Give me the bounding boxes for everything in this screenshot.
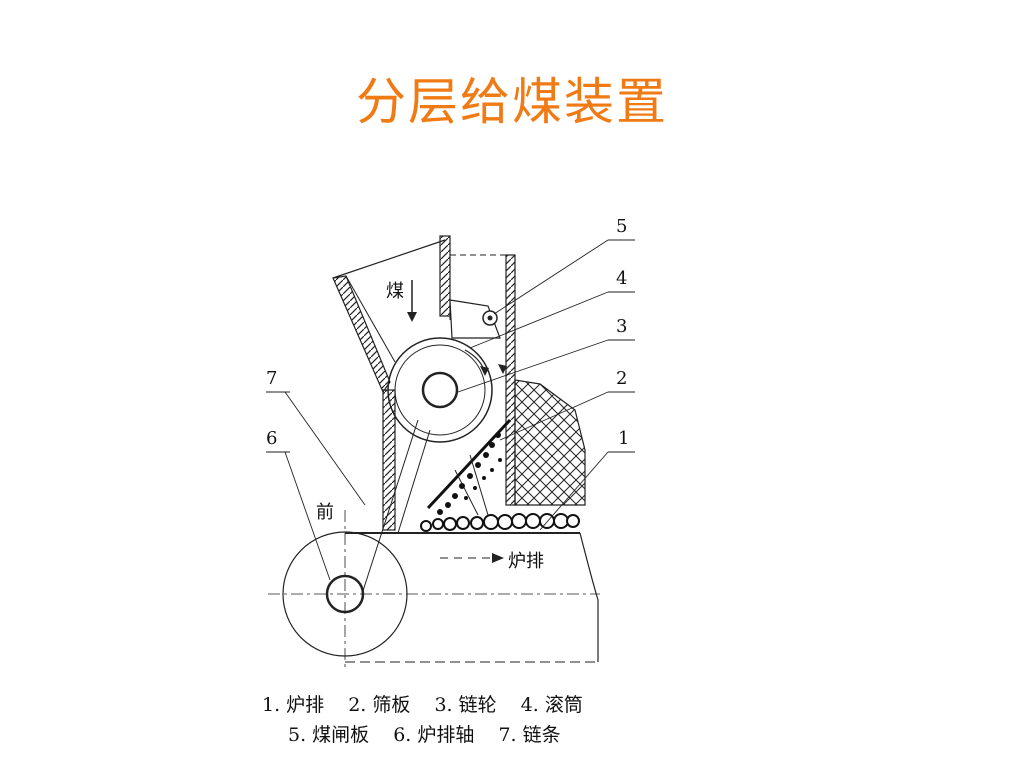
coal-feeder-diagram: 煤 炉排 前 5 4 3 [266, 216, 635, 668]
label-6: 6 [266, 428, 277, 449]
label-4: 4 [616, 268, 627, 289]
front-label: 前 [316, 502, 334, 523]
hopper-top [332, 239, 446, 279]
sprocket [421, 371, 459, 409]
legend-row-1: 1. 炉排 2. 筛板 3. 链轮 4. 滚筒 [262, 690, 662, 717]
chain [361, 419, 419, 595]
coal-label: 煤 [386, 281, 404, 302]
leader-lines [266, 239, 635, 581]
grate-label: 炉排 [508, 551, 544, 572]
rear-wall [439, 235, 451, 317]
coal-particles [437, 432, 502, 515]
legend-item: 1. 炉排 [262, 694, 325, 716]
hopper-inner-line [345, 275, 396, 363]
label-2: 2 [616, 368, 627, 389]
drum [387, 337, 493, 443]
label-5: 5 [616, 216, 627, 237]
legend-item: 7. 链条 [498, 724, 561, 746]
legend-item: 5. 煤闸板 [288, 724, 370, 746]
large-coal-row [420, 513, 580, 532]
gate-column-right [505, 254, 516, 506]
hopper-wall [332, 275, 391, 394]
front-wall [382, 389, 396, 531]
legend-item: 4. 滚筒 [520, 694, 583, 716]
legend-row-2: 5. 煤闸板 6. 炉排轴 7. 链条 [288, 720, 688, 747]
label-3: 3 [616, 316, 627, 337]
legend-item: 3. 链轮 [434, 694, 497, 716]
label-1: 1 [618, 428, 629, 449]
grate-right-edge [579, 532, 599, 662]
drum-inner [394, 344, 486, 436]
legend-item: 6. 炉排轴 [393, 724, 475, 746]
legend-item: 2. 筛板 [348, 694, 411, 716]
slide-title: 分层给煤装置 [356, 73, 668, 131]
coal-heap [514, 379, 586, 506]
label-7: 7 [266, 368, 277, 389]
coal-gate [449, 299, 501, 339]
